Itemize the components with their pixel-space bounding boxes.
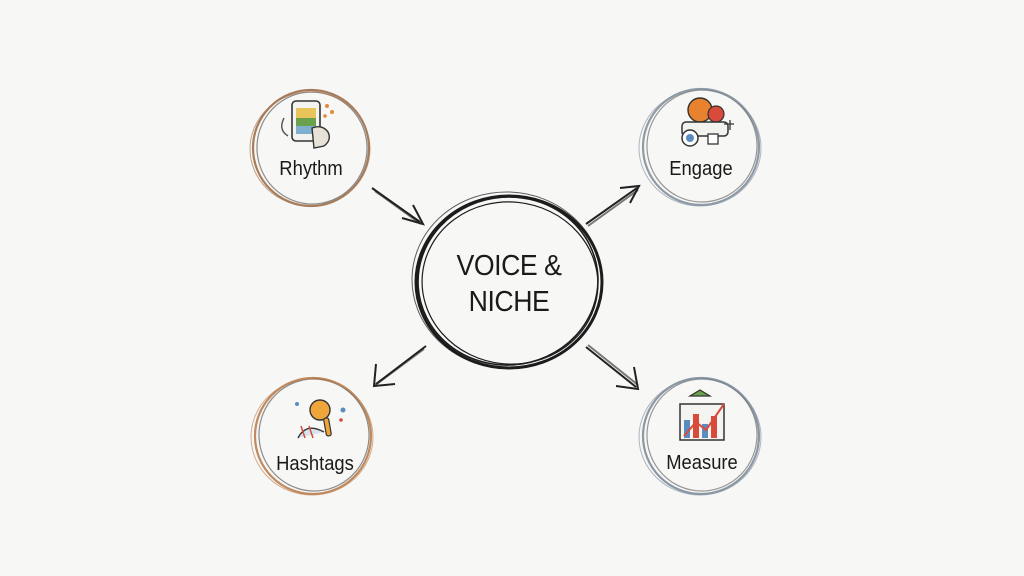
engage-node	[638, 87, 762, 207]
rhythm-node	[249, 88, 371, 208]
rhythm-label: Rhythm	[279, 158, 343, 180]
arrow-center-to-measure	[585, 344, 640, 391]
engagement-tools-icon	[681, 97, 734, 147]
center-title-line2: NICHE	[468, 286, 550, 318]
hashtags-label: Hashtags	[276, 453, 354, 475]
hashtags-node	[250, 376, 374, 496]
analytics-chart-icon	[679, 389, 725, 441]
search-tag-icon	[295, 399, 346, 439]
center-circle	[411, 191, 604, 370]
arrow-center-to-engage	[585, 184, 641, 227]
center-title-line1: VOICE &	[456, 250, 562, 282]
measure-label: Measure	[666, 452, 738, 474]
engage-label: Engage	[669, 158, 733, 180]
measure-node	[638, 376, 762, 496]
center-title: VOICE & NICHE	[431, 248, 587, 320]
arrow-rhythm-to-center	[371, 187, 425, 226]
arrow-center-to-hashtags	[372, 345, 427, 388]
phone-tap-icon	[281, 100, 334, 149]
